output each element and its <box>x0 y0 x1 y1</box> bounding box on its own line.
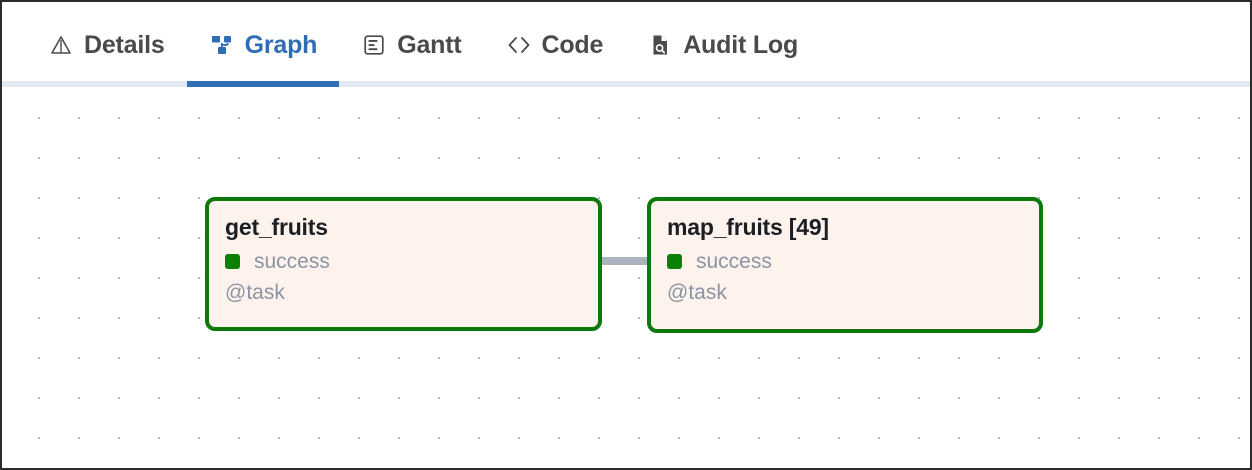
tab-audit-log[interactable]: Audit Log <box>625 2 820 87</box>
gantt-bars-icon <box>361 32 387 58</box>
status-swatch-success <box>225 254 240 270</box>
node-status-row: success <box>225 251 582 272</box>
view-tab-bar: Details Graph <box>2 2 1250 87</box>
tab-details[interactable]: Details <box>26 2 187 87</box>
node-status-row: success <box>667 251 1023 272</box>
tab-gantt[interactable]: Gantt <box>339 2 483 87</box>
node-title: get_fruits <box>225 214 328 240</box>
node-status-label: success <box>696 250 772 274</box>
node-status-label: success <box>254 250 330 274</box>
graph-edge-layer <box>602 257 649 265</box>
status-swatch-success <box>667 254 682 270</box>
node-type-label: @task <box>667 281 727 305</box>
node-title: map_fruits [49] <box>667 214 829 240</box>
tab-graph-label: Graph <box>244 31 318 59</box>
graph-node-get-fruits[interactable]: get_fruits success @task <box>205 197 602 331</box>
sitemap-icon <box>209 32 235 58</box>
triangle-outline-icon <box>48 32 74 58</box>
document-search-icon <box>647 32 673 58</box>
node-type-label: @task <box>225 281 285 305</box>
tab-graph[interactable]: Graph <box>186 2 340 87</box>
tab-code-label: Code <box>541 31 604 59</box>
graph-node-map-fruits[interactable]: map_fruits [49] success @task <box>647 197 1043 333</box>
tab-audit-log-label: Audit Log <box>683 31 799 59</box>
active-tab-indicator <box>186 81 340 87</box>
graph-canvas[interactable]: get_fruits success @task map_fruits [49]… <box>2 87 1250 468</box>
tab-details-label: Details <box>84 31 165 59</box>
tab-gantt-label: Gantt <box>397 31 462 59</box>
tab-code[interactable]: Code <box>484 2 626 87</box>
tab-bar-divider <box>2 81 1250 87</box>
angle-brackets-icon <box>506 32 532 58</box>
